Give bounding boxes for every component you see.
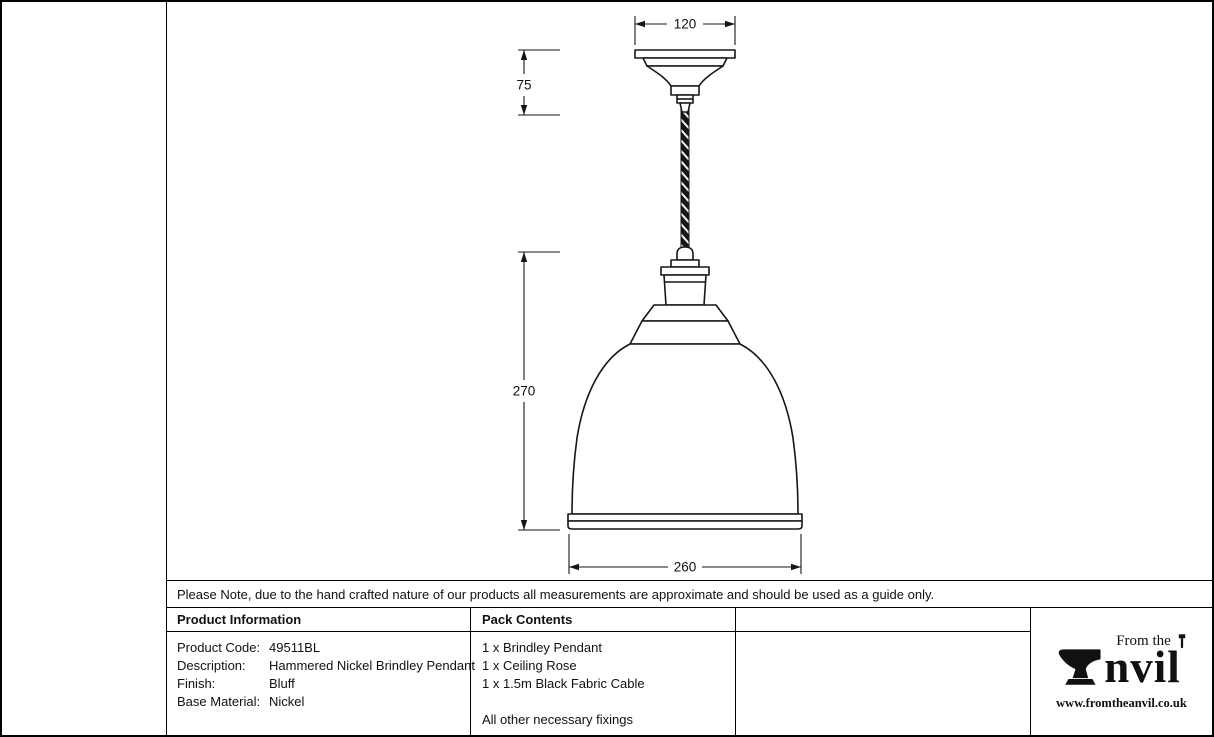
product-row-value: Bluff [269,676,295,691]
hammer-icon [1178,634,1185,648]
dimension-shade-width: 260 [568,534,802,575]
product-information-body: Product Code: 49511BL Description: Hammere… [166,632,475,711]
logo-area: From the nvil www.fromtheanvil.co.uk [1030,608,1212,735]
product-row-label: Product Code: [177,640,261,655]
dimension-rose-width: 120 [634,16,736,45]
product-row: Description: Hammered Nickel Brindley Pen… [177,657,475,675]
pendant-technical-drawing: 120 75 270 [513,16,803,575]
dimension-rose-height: 75 [516,49,560,116]
sheet-left-margin-line [166,2,167,735]
note-text: Please Note, due to the hand crafted nat… [177,586,935,602]
fabric-cable-drawing [680,107,690,259]
logo-text-stack: From the nvil [1104,634,1186,692]
product-row-value: 49511BL [269,640,321,655]
spec-table: Product Information Product Code: 49511BL… [166,608,1212,735]
dimension-shade-height: 270 [513,251,560,531]
product-row-label: Description: [177,658,246,673]
pack-item: 1 x Brindley Pendant [482,640,602,655]
pack-contents-body: 1 x Brindley Pendant 1 x Ceiling Rose 1 … [471,632,735,729]
shade-drawing [567,304,803,530]
product-row: Product Code: 49511BL [177,639,470,657]
pack-item: 1 x 1.5m Black Fabric Cable [482,676,645,691]
note-row: Please Note, due to the hand crafted nat… [166,580,1212,608]
product-row-label: Base Material: [177,694,261,709]
product-row-value: Nickel [269,694,305,709]
product-row-label: Finish: [177,676,216,691]
anvil-icon [1058,649,1101,685]
dim-label-shade-height: 270 [513,384,536,399]
pack-item: All other necessary fixings [482,712,634,727]
product-information-header: Product Information [166,608,470,632]
logo-tagline: From the [1116,633,1171,649]
pack-contents-header: Pack Contents [471,608,735,632]
lamp-holder-drawing [660,246,710,306]
dim-label-rose-width: 120 [674,17,697,32]
pack-contents-column: Pack Contents 1 x Brindley Pendant 1 x C… [470,608,735,735]
empty-column-header [736,608,1030,632]
product-row-value: Hammered Nickel Brindley Pendant [269,658,475,673]
empty-column [735,608,1030,735]
from-the-anvil-logo: From the nvil [1057,634,1186,692]
logo-website: www.fromtheanvil.co.uk [1056,695,1187,710]
product-row: Finish: Bluff [177,675,470,693]
pack-item: 1 x Ceiling Rose [482,658,577,673]
product-row: Base Material: Nickel [177,693,470,711]
dim-label-shade-width: 260 [674,560,697,575]
pack-item-spacer [482,693,735,711]
product-information-column: Product Information Product Code: 49511BL… [166,608,475,735]
logo-tagline-row: From the [1104,634,1186,649]
dim-label-rose-height: 75 [516,78,531,93]
ceiling-rose-drawing [634,49,736,113]
brand-wordmark: nvil [1104,642,1181,692]
